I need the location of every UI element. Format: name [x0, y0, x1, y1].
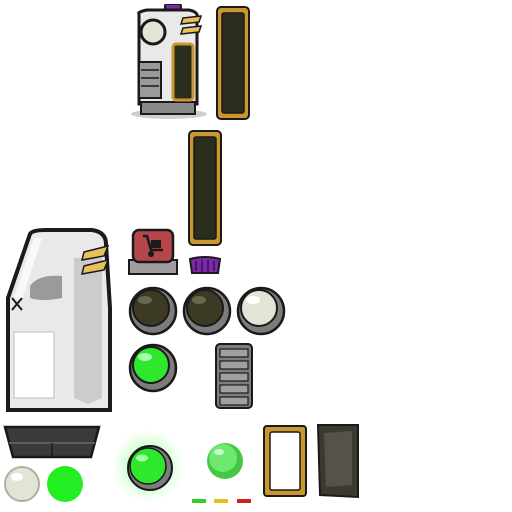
- green-round-button[interactable]: [127, 341, 179, 393]
- glowing-green-orb: [110, 430, 186, 502]
- large-machine-body: [2, 228, 124, 418]
- dark-round-button-2[interactable]: [181, 284, 233, 336]
- green-orb: [205, 440, 245, 482]
- purple-knob: [186, 255, 224, 275]
- indicator-lights: [190, 497, 256, 505]
- light-circle: [3, 465, 41, 503]
- light-round-button[interactable]: [235, 284, 287, 336]
- gold-frame: [262, 424, 308, 498]
- dark-tray: [3, 425, 101, 459]
- dark-panel: [314, 423, 362, 499]
- tall-gold-frame-top: [215, 5, 253, 121]
- green-circle: [46, 464, 84, 504]
- tall-gold-frame-middle: [187, 129, 225, 247]
- small-machine-icon: [127, 4, 209, 120]
- grey-vent-panel: [214, 342, 254, 410]
- red-dolly-button[interactable]: [127, 228, 181, 278]
- dark-round-button-1[interactable]: [127, 284, 179, 336]
